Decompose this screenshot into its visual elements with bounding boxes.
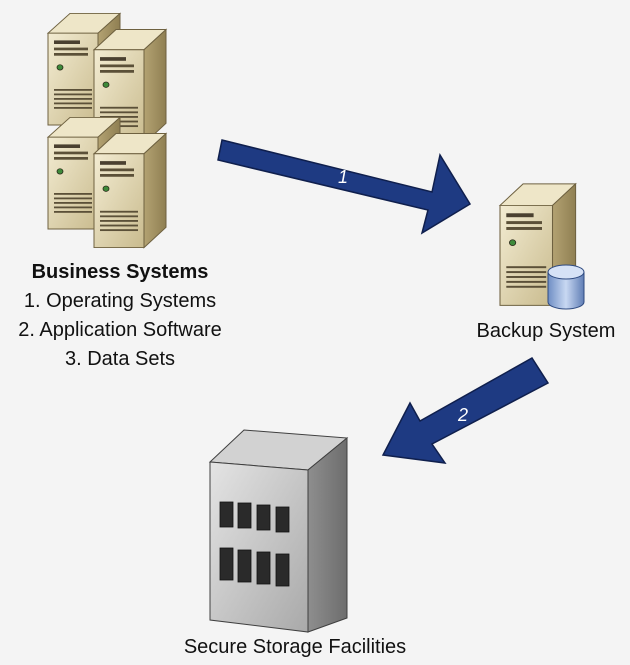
building-windows-upper (219, 501, 290, 533)
backup-system-label: Backup System (476, 320, 616, 342)
arrow-2-label: 2 (457, 405, 468, 425)
arrow-1: 1 (217, 139, 472, 235)
server-unit-front-right (93, 133, 167, 249)
server-cluster-icon (47, 12, 167, 249)
business-item-operating-systems: 1. Operating Systems (23, 290, 217, 312)
business-systems-title: Business Systems (31, 261, 209, 283)
secure-storage-label: Secure Storage Facilities (183, 636, 407, 658)
building-windows-lower (219, 547, 290, 587)
business-systems-label: Business Systems 1. Operating Systems 2.… (0, 258, 240, 374)
business-item-data-sets: 3. Data Sets (64, 348, 176, 370)
business-item-application-software: 2. Application Software (18, 319, 222, 341)
arrow-1-label: 1 (338, 167, 348, 187)
database-cylinder-icon (547, 264, 585, 310)
backup-server-icon (499, 183, 585, 310)
storage-building-icon (208, 429, 349, 633)
arrow-2: 2 (381, 356, 550, 464)
